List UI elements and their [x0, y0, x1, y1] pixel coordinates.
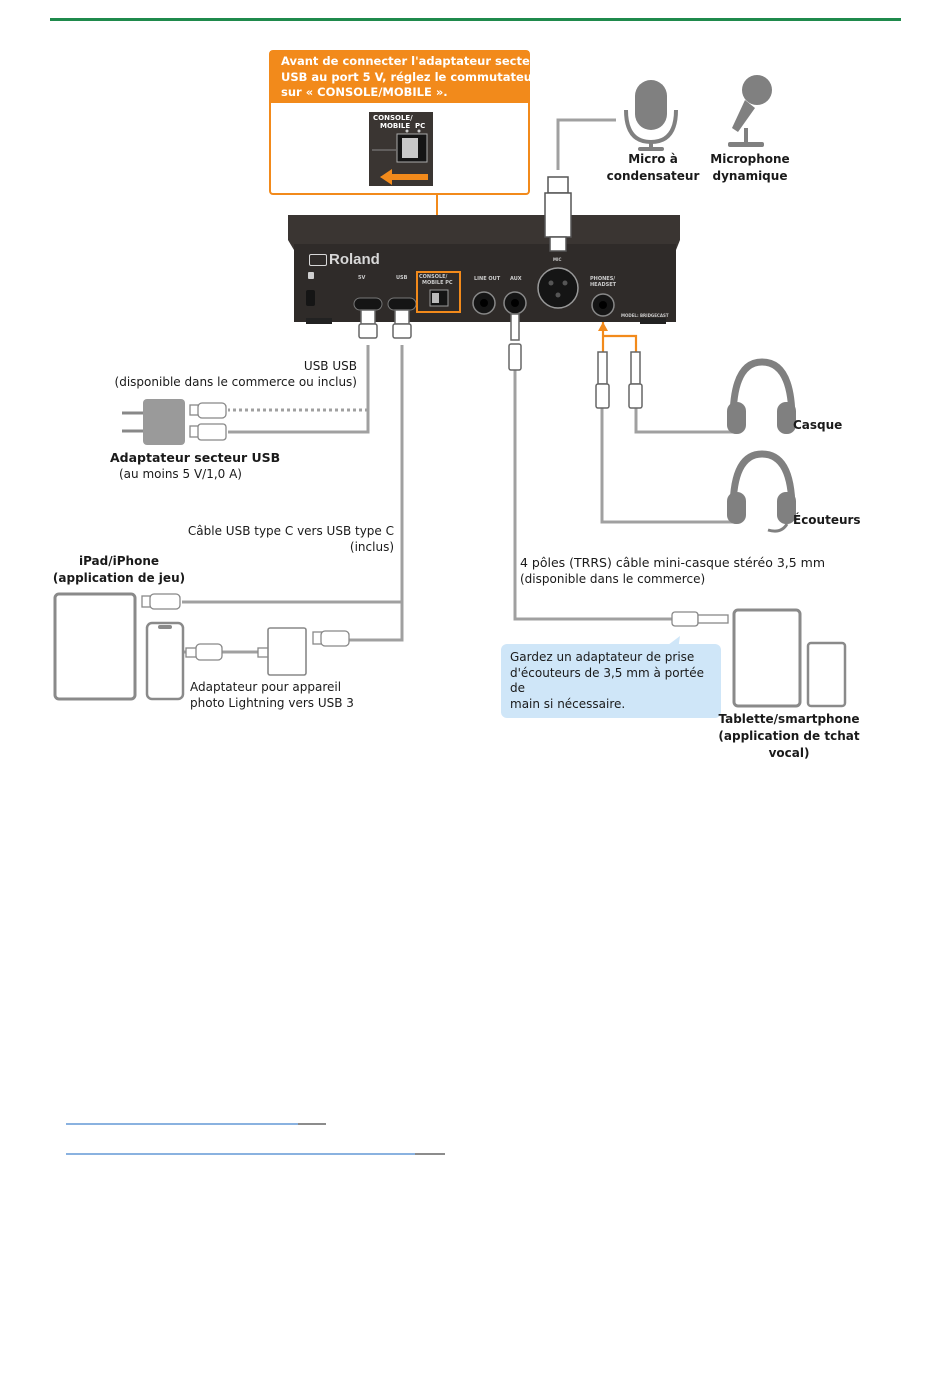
device-model-label: MODEL: BRIDGECAST	[621, 313, 669, 318]
callout-switch-mobile: MOBILE	[380, 122, 411, 130]
port-phones-line-2: HEADSET	[590, 282, 617, 288]
lightning-adapter-label: Adaptateur pour appareil photo Lightning…	[190, 679, 354, 711]
ac-adapter-label: Adaptateur secteur USB (au moins 5 V/1,0…	[110, 449, 280, 482]
port-switch-mobile: MOBILE	[422, 280, 444, 286]
callout-switch-labels: CONSOLE/ MOBILE PC	[373, 114, 425, 130]
condenser-mic-icon	[624, 80, 678, 151]
aux-trrs-cable	[513, 370, 672, 621]
usb-cable-label: USB USB (disponible dans le commerce ou …	[100, 358, 357, 390]
usb-cable-line-1: USB USB	[303, 359, 357, 373]
condenser-mic-line-2: condensateur	[606, 169, 700, 183]
ipad-line-2: (application de jeu)	[52, 571, 186, 585]
port-line-out-label: LINE OUT	[474, 276, 501, 282]
port-5v-label: 5V	[358, 275, 366, 281]
port-usb-label: USB	[396, 275, 408, 281]
lightning-adapter-line-1: Adaptateur pour appareil	[190, 680, 342, 694]
usbc-cable-label: Câble USB type C vers USB type C (inclus…	[150, 523, 394, 555]
condenser-mic-label: Micro à condensateur	[602, 151, 704, 185]
lightning-adapter-line-2: photo Lightning vers USB 3	[190, 696, 354, 710]
port-switch-console: CONSOLE/	[419, 274, 448, 280]
ac-adapter-icon	[122, 399, 227, 445]
ac-adapter-subtitle: (au moins 5 V/1,0 A)	[119, 467, 242, 481]
ecouteurs-cable	[600, 408, 740, 524]
header-rule	[50, 18, 901, 21]
callout-text: Avant de connecter l'adaptateur secteur …	[281, 54, 544, 101]
usbc-cable-line-2: (inclus)	[349, 540, 394, 554]
condenser-mic-line-1: Micro à	[628, 152, 678, 166]
note-line-2: d'écouteurs de 3,5 mm à portée de	[510, 665, 704, 696]
note-line-3: main si nécessaire.	[510, 696, 626, 711]
note-line-1: Gardez un adaptateur de prise	[510, 650, 695, 664]
xlr-plug	[544, 176, 572, 252]
device-plugs	[358, 309, 643, 409]
usbc-cable-line-1: Câble USB type C vers USB type C	[187, 524, 394, 538]
iphone-icon	[145, 621, 185, 701]
phones-split-lines	[598, 318, 638, 352]
ipad-line-1: iPad/iPhone	[78, 554, 160, 568]
callout-switch-pc: PC	[414, 122, 426, 130]
device-brand: Roland	[329, 251, 380, 268]
port-switch-label: CONSOLE/ MOBILE PC	[419, 274, 453, 286]
trrs-cable-line-1: 4 pôles (TRRS) câble mini-casque stéréo …	[520, 555, 826, 570]
smartphone-icon	[806, 641, 847, 708]
trrs-cable-label: 4 pôles (TRRS) câble mini-casque stéréo …	[520, 555, 825, 587]
dynamic-mic-line-1: Microphone	[710, 152, 790, 166]
port-mic-label: MIC	[553, 257, 562, 262]
usb-power-cable	[228, 345, 370, 434]
trrs-cable-line-2: (disponible dans le commerce)	[520, 572, 706, 586]
ipad-icon	[53, 592, 137, 701]
callout-line-1: Avant de connecter l'adaptateur secteur	[281, 54, 544, 68]
dynamic-mic-label: Microphone dynamique	[702, 151, 798, 185]
mic-cable	[556, 118, 616, 170]
casque-cable	[634, 408, 735, 434]
ac-adapter-title: Adaptateur secteur USB	[110, 450, 281, 465]
tablet-label: Tablette/smartphone (application de tcha…	[698, 711, 880, 762]
casque-label: Casque	[793, 418, 843, 432]
bottom-links	[66, 1123, 445, 1155]
adapter-note: Gardez un adaptateur de prise d'écouteur…	[501, 644, 721, 718]
tablet-icon	[732, 608, 802, 708]
callout-line-3: sur « CONSOLE/MOBILE ».	[281, 85, 448, 99]
trrs-plug	[671, 611, 729, 627]
ecouteurs-icon	[727, 450, 796, 533]
port-phones-label: PHONES/ HEADSET	[590, 276, 616, 288]
port-aux-label: AUX	[510, 276, 522, 282]
casque-icon	[727, 358, 796, 434]
callout-box	[269, 50, 530, 195]
ecouteurs-label: Écouteurs	[793, 513, 861, 527]
ipad-label: iPad/iPhone (application de jeu)	[52, 553, 186, 587]
usbc-cable-adapter	[348, 602, 404, 642]
tablet-line-1: Tablette/smartphone	[718, 712, 860, 726]
dynamic-mic-line-2: dynamique	[712, 169, 788, 183]
device-brand-logo: Roland	[309, 251, 380, 268]
usb-cable-line-2: (disponible dans le commerce ou inclus)	[114, 375, 357, 389]
cables	[182, 118, 740, 654]
bridgecast-device	[288, 215, 680, 324]
callout-line-2: USB au port 5 V, réglez le commutateur	[281, 69, 538, 84]
port-phones-line-1: PHONES/	[590, 276, 616, 282]
port-switch-pc: PC	[445, 280, 453, 286]
lightning-adapter-icon	[185, 627, 350, 676]
ipad-usbc-plug	[141, 593, 181, 610]
callout-switch-console: CONSOLE/	[373, 114, 413, 122]
tablet-line-2: (application de tchat vocal)	[718, 729, 860, 760]
dynamic-mic-icon	[728, 75, 772, 147]
